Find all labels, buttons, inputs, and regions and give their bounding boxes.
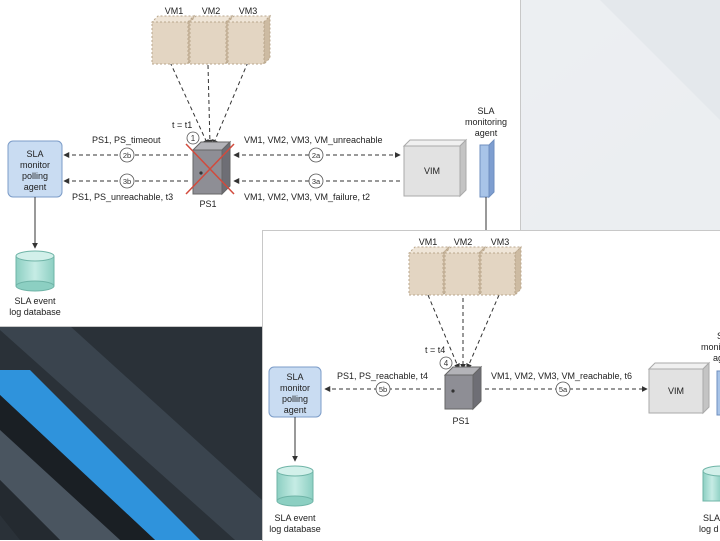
step-marker-4-text: 4 <box>444 359 449 368</box>
database-label-2: log database <box>269 524 321 534</box>
message-3a: VM1, VM2, VM3, VM_failure, t2 <box>244 192 370 202</box>
vm-label-2: VM2 <box>202 6 221 16</box>
database-partial-label-1: SLA <box>703 513 720 523</box>
sla-polling-agent-label-4: agent <box>284 405 307 415</box>
vm-label-2: VM2 <box>454 237 473 247</box>
sla-event-database-icon <box>15 250 55 292</box>
vim-box <box>647 361 711 415</box>
vm-label-3: VM3 <box>239 6 258 16</box>
server-label: PS1 <box>452 416 469 426</box>
diagram-time-t4: VM1 VM2 VM3 t = t4 4 PS1 PS1, PS_reachab… <box>262 230 720 541</box>
database-partial-label-2: log d <box>699 524 719 534</box>
vm-label-1: VM1 <box>419 237 438 247</box>
step-marker-5b-text: 5b <box>379 385 387 394</box>
step-marker-4 <box>439 356 453 370</box>
sla-polling-agent-label-4: agent <box>24 182 47 192</box>
message-2b: PS1, PS_timeout <box>92 135 161 145</box>
diagram-time-t1: VM1 VM2 VM3 t = t1 1 PS1 PS1, PS_timeout… <box>0 0 521 327</box>
step-marker-3a <box>308 173 324 189</box>
step-marker-2b <box>119 147 135 163</box>
vim-label: VIM <box>424 166 440 176</box>
server-label: PS1 <box>199 199 216 209</box>
vm-box-2 <box>443 245 487 297</box>
vm-box-2 <box>188 14 234 66</box>
sla-monitoring-agent-label-2: moni <box>701 342 720 352</box>
database-label-1: SLA event <box>274 513 316 523</box>
step-marker-1-text: 1 <box>191 134 196 143</box>
vm-label-3: VM3 <box>491 237 510 247</box>
step-marker-3a-text: 3a <box>312 177 321 186</box>
message-5a: VM1, VM2, VM3, VM_reachable, t6 <box>491 371 632 381</box>
sla-monitoring-agent-label-2: monitoring <box>465 117 507 127</box>
step-marker-3b-text: 3b <box>123 177 131 186</box>
sla-polling-agent-label-3: polling <box>22 171 48 181</box>
sla-event-database-partial-icon <box>702 465 720 502</box>
step-marker-2a <box>308 147 324 163</box>
sla-event-database-icon <box>276 465 314 507</box>
sla-polling-agent-label-2: monitor <box>280 383 310 393</box>
sla-polling-agent-label-2: monitor <box>20 160 50 170</box>
vm-box-1 <box>150 14 196 66</box>
sla-polling-agent-label-1: SLA <box>26 149 43 159</box>
sla-monitoring-agent-label-1: S <box>717 331 720 341</box>
step-marker-2b-text: 2b <box>123 151 131 160</box>
database-label-2: log database <box>9 307 61 317</box>
server-ps1 <box>443 365 483 411</box>
vm-links <box>169 61 249 146</box>
sla-monitoring-agent-label-1: SLA <box>477 106 494 116</box>
vim-label: VIM <box>668 386 684 396</box>
time-label: t = t1 <box>172 120 192 130</box>
sla-monitoring-agent-label-3: agent <box>475 128 498 138</box>
step-marker-3b <box>119 173 135 189</box>
step-marker-1 <box>186 131 200 145</box>
vm-box-3 <box>479 245 523 297</box>
vm-box-1 <box>407 245 451 297</box>
message-5b: PS1, PS_reachable, t4 <box>337 371 428 381</box>
step-marker-5a <box>555 381 571 397</box>
sla-monitoring-agent-box <box>716 370 720 416</box>
vm-links <box>427 294 500 370</box>
message-2a: VM1, VM2, VM3, VM_unreachable <box>244 135 383 145</box>
sla-polling-agent-label-3: polling <box>282 394 308 404</box>
sla-monitoring-agent-box <box>479 138 495 199</box>
vm-label-1: VM1 <box>165 6 184 16</box>
database-label-1: SLA event <box>14 296 56 306</box>
failure-cross-icon <box>185 143 235 195</box>
vim-box <box>402 138 468 198</box>
vm-box-3 <box>226 14 272 66</box>
sla-polling-agent-label-1: SLA <box>286 372 303 382</box>
time-label: t = t4 <box>425 345 445 355</box>
step-marker-5b <box>375 381 391 397</box>
sla-monitoring-agent-label-3: ag <box>713 353 720 363</box>
message-3b: PS1, PS_unreachable, t3 <box>72 192 173 202</box>
step-marker-2a-text: 2a <box>312 151 321 160</box>
step-marker-5a-text: 5a <box>559 385 568 394</box>
